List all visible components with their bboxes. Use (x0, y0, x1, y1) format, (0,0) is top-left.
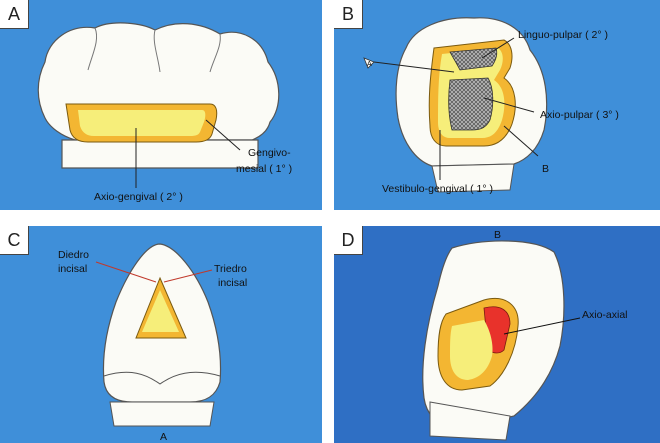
panel-a-illustration: Gengivo- mesial ( 1° ) Axio-gengival ( 2… (0, 0, 322, 210)
label-diedro-1: Diedro (58, 249, 89, 261)
label-triedro-1: Triedro (214, 263, 247, 275)
panel-c: Diedro incisal Triedro incisal A C (0, 226, 322, 443)
label-vestibulo-gengival: Vestibulo-gengival ( 1° ) (382, 183, 493, 195)
label-axio-pulpar: Axio-pulpar ( 3° ) (540, 109, 619, 121)
label-linguo-pulpar: Linguo-pulpar ( 2° ) (518, 29, 608, 41)
label-b-mark: B (542, 163, 549, 175)
incisor-root (110, 402, 214, 426)
label-triedro-2: incisal (218, 277, 247, 289)
panel-b-illustration: A Linguo-pulpar ( 2° ) Axio-pulpar ( 3° … (334, 0, 660, 210)
panel-c-illustration: Diedro incisal Triedro incisal A (0, 226, 322, 443)
panel-b: A Linguo-pulpar ( 2° ) Axio-pulpar ( 3° … (334, 0, 660, 210)
label-top-b: B (494, 229, 501, 241)
panel-a: Gengivo- mesial ( 1° ) Axio-gengival ( 2… (0, 0, 322, 210)
label-axio-gengival: Axio-gengival ( 2° ) (94, 191, 183, 203)
label-arrow-a: A (367, 61, 372, 68)
label-axio-axial: Axio-axial (582, 309, 628, 321)
panel-b-letter: B (334, 0, 363, 29)
tooth-root-band (62, 140, 258, 168)
label-gengivo-2: mesial ( 1° ) (236, 163, 292, 175)
label-diedro-2: incisal (58, 263, 87, 275)
panel-c-letter: C (0, 226, 29, 255)
panel-d-illustration: B Axio-axial (334, 226, 660, 443)
panel-d-letter: D (334, 226, 363, 255)
label-gengivo-1: Gengivo- (248, 147, 291, 159)
cavity-inner (78, 110, 205, 136)
axio-pulpar-wall (449, 78, 493, 130)
panel-a-letter: A (0, 0, 29, 29)
panel-d: B Axio-axial D (334, 226, 660, 443)
label-bottom-a: A (160, 431, 167, 443)
